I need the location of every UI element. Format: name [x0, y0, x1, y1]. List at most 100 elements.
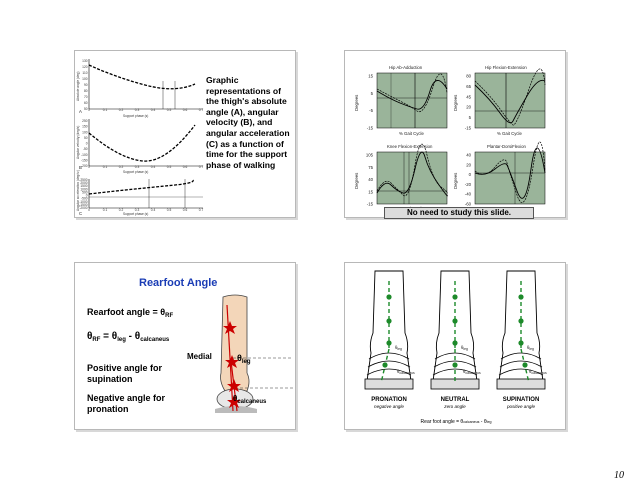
- theta-leg-label: θleg: [395, 345, 402, 351]
- y-tick-label: 90: [84, 83, 88, 87]
- theta-calcaneus-label: θcalcaneus: [463, 369, 481, 375]
- y-tick-label: 250: [82, 119, 88, 123]
- x-tick-label: 0.5: [167, 165, 172, 169]
- y-tick-label: -1500: [79, 203, 87, 207]
- y-tick-label: 20: [466, 105, 471, 110]
- position-sublabel: positive angle: [506, 404, 536, 409]
- gait-tick-labels: 155-5-15806545205-15105754015-1540200-20…: [366, 74, 472, 207]
- theta-calcaneus-label: θcalcaneus: [233, 394, 267, 405]
- panel-title-hip-ab: Hip Ab-Adduction: [389, 65, 423, 70]
- x-tick-label: 0: [88, 108, 90, 112]
- marker-star-icon: [227, 379, 241, 392]
- theta-leg-label: θleg: [237, 353, 251, 365]
- y-tick-label: 2500: [80, 178, 87, 182]
- slide1-caption: Graphic representations of the thigh's a…: [206, 75, 290, 170]
- x-tick-label: 0.3: [135, 108, 140, 112]
- theta-leg-label: θleg: [461, 345, 468, 351]
- theta-leg-label: θleg: [527, 345, 534, 351]
- x-label-c: Support phase (s): [123, 212, 148, 216]
- panel-title-knee: Knee Flexion-Extension: [387, 144, 433, 149]
- theta-calcaneus-label: θcalcaneus: [529, 369, 547, 375]
- medial-label: Medial: [187, 352, 212, 361]
- y-tick-label: 130: [82, 59, 88, 63]
- position-label: SUPINATION: [503, 397, 540, 403]
- y-label-c: Angular acceleration (deg/s²): [76, 170, 80, 211]
- panel-title-ankle: Plantar-DorsiFlexion: [487, 144, 527, 149]
- x-tick-label: 0.5: [167, 208, 172, 212]
- marker-star-icon: [223, 321, 237, 334]
- panel-letter-a: A: [79, 109, 82, 114]
- y-tick-label: 110: [82, 71, 87, 75]
- y-tick-label: 15: [368, 189, 373, 194]
- y-tick-label: 150: [82, 125, 88, 129]
- x-tick-label: 0.7: [199, 208, 204, 212]
- x-tick-label: 0.4: [151, 208, 156, 212]
- position-sublabel: negative angle: [374, 404, 404, 409]
- positive-angle-text: Positive angle for supination: [87, 363, 163, 384]
- y-tick-label: -2000: [79, 206, 87, 210]
- x-tick-label: 0.6: [183, 208, 188, 212]
- y-tick-label: 45: [466, 94, 471, 99]
- rearfoot-illustration: [215, 294, 293, 413]
- y-tick-label: 0: [469, 172, 472, 177]
- x-tick-label: 0.7: [199, 108, 204, 112]
- rear-foot-formula: Rear foot angle = θcalcaneus - θleg: [421, 419, 492, 425]
- x-tick-label: 0.3: [135, 165, 140, 169]
- x-tick-label: 0.4: [151, 108, 156, 112]
- panel-title-hip-flex: Hip Flexion-Extension: [485, 65, 527, 70]
- y-tick-label: -15: [367, 126, 374, 131]
- rearfoot-formula: θRF = θleg - θcalcaneus: [87, 331, 170, 343]
- y-tick-label: -15: [465, 126, 472, 131]
- y-tick-label: -500: [81, 197, 88, 201]
- y-tick-label: 120: [82, 65, 88, 69]
- x-tick-label: 0.6: [183, 165, 188, 169]
- y-label-b: Angular velocity (deg/s): [76, 126, 80, 159]
- y-tick-label: 5: [371, 91, 374, 96]
- y-tick-label: 70: [84, 95, 88, 99]
- x-tick-label: 0.3: [135, 208, 140, 212]
- thigh-graphs: A B C Support phase (s) Support phase (s…: [76, 59, 204, 216]
- y-tick-label: -15: [367, 202, 374, 207]
- x-label-2: % Gait Cycle: [497, 131, 522, 136]
- y-tick-label: -200: [81, 164, 88, 168]
- x-label-b: Support phase (s): [123, 170, 148, 174]
- y-tick-label: -5: [369, 108, 373, 113]
- y-tick-label: 100: [82, 77, 88, 81]
- y-tick-label: 80: [84, 89, 88, 93]
- gait-angle-plots: Hip Ab-Adduction Hip Flexion-Extension K…: [354, 65, 546, 211]
- position-sublabel: zero angle: [443, 404, 466, 409]
- x-tick-label: 0.4: [151, 165, 156, 169]
- foot-neutral: [430, 270, 480, 390]
- foot-supination: [496, 270, 546, 390]
- y-tick-label: -100: [81, 153, 88, 157]
- y-tick-label: -20: [465, 182, 472, 187]
- y-tick-label: -40: [465, 192, 472, 197]
- position-label: NEUTRAL: [441, 397, 470, 403]
- y-label-2: Degrees: [453, 95, 458, 111]
- x-tick-label: 0.2: [119, 108, 124, 112]
- x-label-a: Support phase (s): [123, 114, 148, 118]
- y-label-1: Degrees: [354, 95, 359, 111]
- x-tick-label: 0.2: [119, 208, 124, 212]
- y-tick-label: 80: [466, 74, 471, 79]
- negative-angle-text: Negative angle for pronation: [87, 393, 166, 414]
- y-tick-label: 20: [466, 162, 471, 167]
- study-note: No need to study this slide.: [384, 207, 534, 219]
- y-tick-label: -60: [465, 202, 472, 207]
- y-tick-label: 1500: [80, 184, 87, 188]
- slide3-title: Rearfoot Angle: [139, 277, 218, 289]
- x-tick-label: 0.1: [103, 165, 108, 169]
- x-tick-label: 0.5: [167, 108, 172, 112]
- y-tick-label: 60: [84, 101, 88, 105]
- x-label-1: % Gait Cycle: [399, 131, 424, 136]
- y-tick-label: 500: [82, 190, 88, 194]
- foot-pronation: [364, 270, 414, 390]
- position-label: PRONATION: [371, 397, 407, 403]
- slide-gait-angles: Hip Ab-Adduction Hip Flexion-Extension K…: [344, 50, 566, 218]
- y-tick-label: 105: [366, 153, 374, 158]
- x-tick-label: 0.6: [183, 108, 188, 112]
